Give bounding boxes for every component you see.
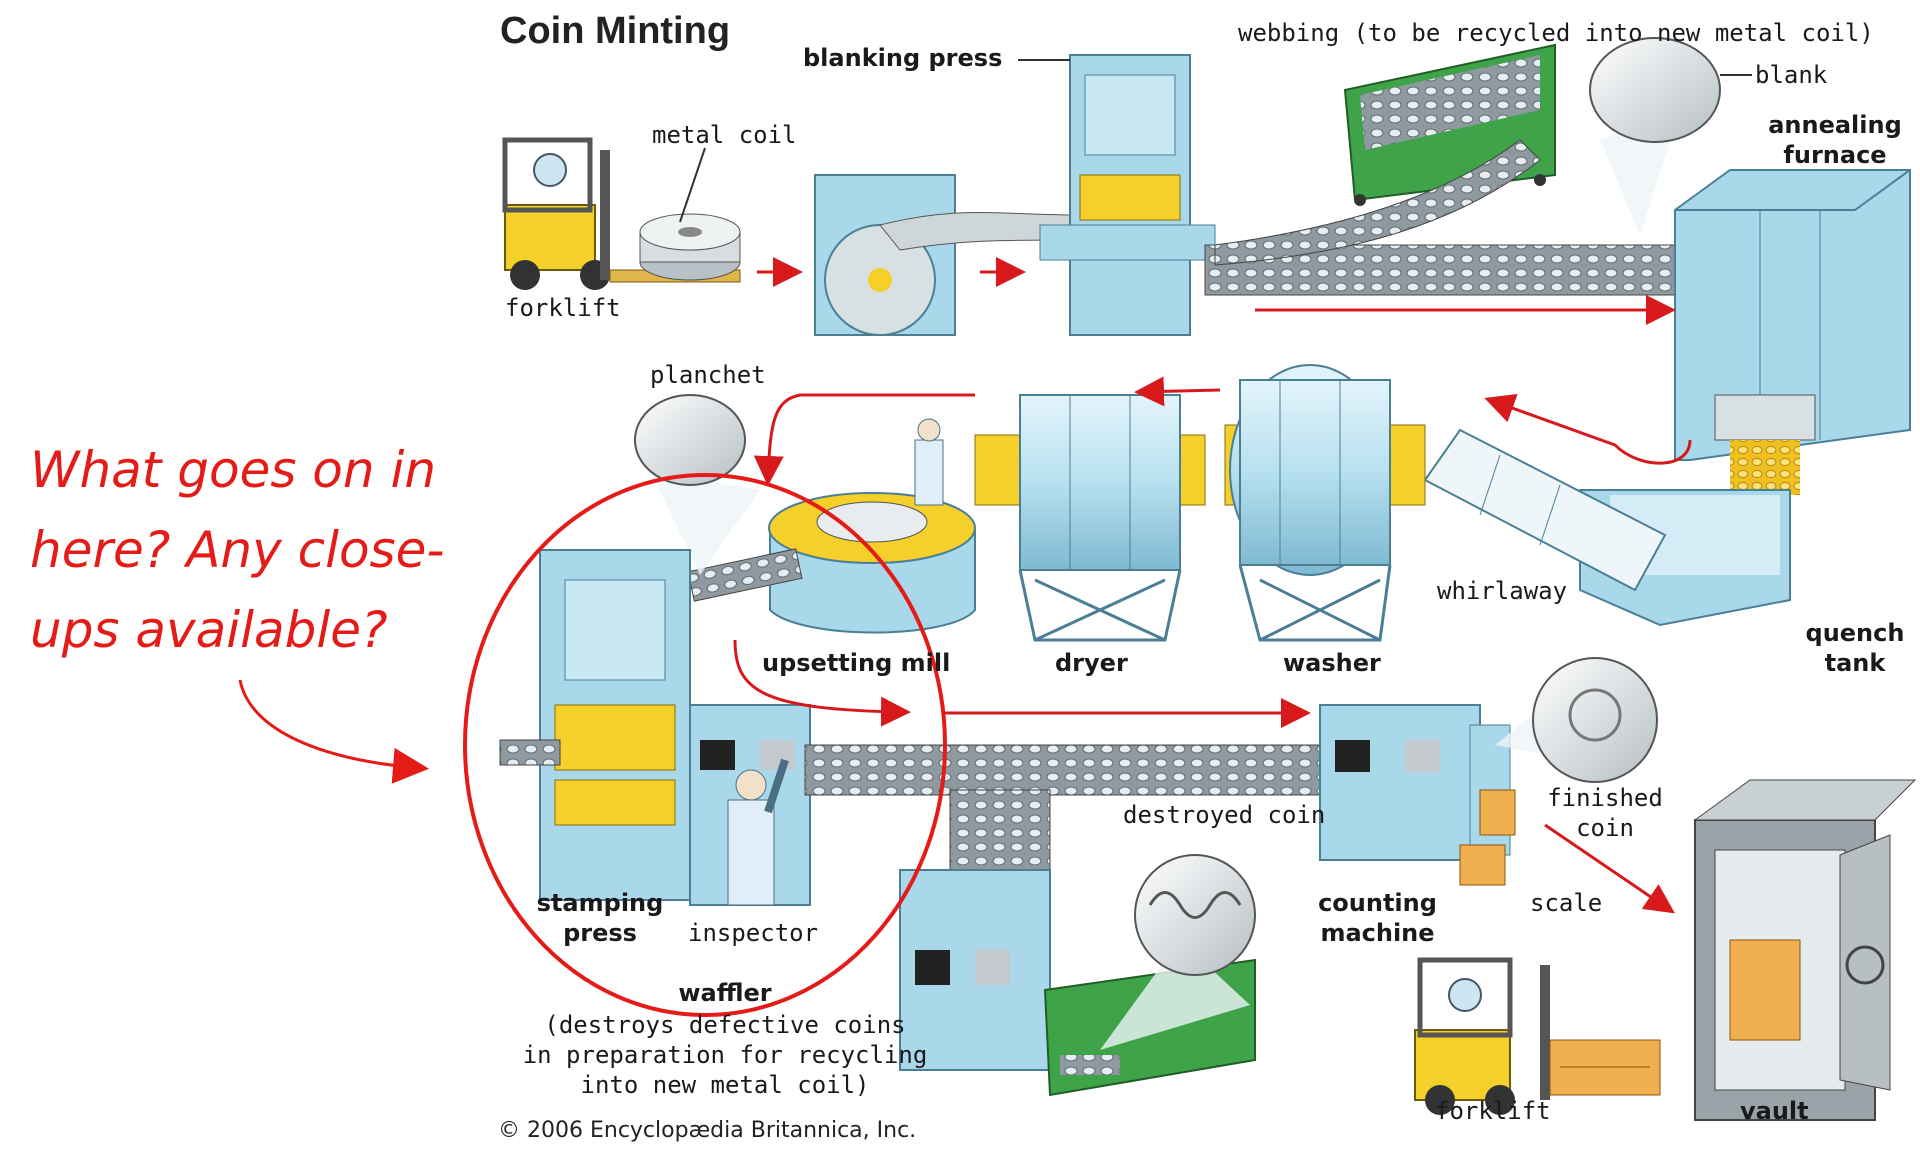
flow-arrow-6 <box>753 393 975 486</box>
dryer-machine <box>974 394 1206 642</box>
label-destroyed-coin: destroyed coin <box>1123 801 1326 829</box>
label-tank: tank <box>1824 649 1886 677</box>
annotation-arrow <box>238 679 429 784</box>
label-counting: counting <box>1318 889 1437 917</box>
upsetting-mill-machine <box>687 418 976 634</box>
quench-tank-and-whirlaway <box>1423 428 1791 627</box>
label-furnace: furnace <box>1783 141 1887 169</box>
label-forklift-top: forklift <box>505 294 621 322</box>
label-waffler-desc-3: into new metal coil) <box>580 1071 870 1099</box>
highlight-circle <box>463 473 947 1017</box>
label-forklift-bottom: forklift <box>1435 1097 1551 1125</box>
label-whirlaway: whirlaway <box>1437 577 1568 605</box>
flow-arrow-4 <box>1484 394 1692 465</box>
annotation-line-1: What goes on in <box>30 441 437 499</box>
annealing-furnace-machine <box>1674 169 1911 495</box>
label-inspector: inspector <box>688 919 819 947</box>
label-coin: coin <box>1576 814 1634 842</box>
annotation-line-3: ups available? <box>30 601 388 659</box>
label-waffler: waffler <box>678 979 772 1007</box>
metal-coil-illustration <box>639 147 741 281</box>
annotation-question: What goes on in here? Any close- ups ava… <box>30 430 444 670</box>
forklift-bottom-illustration <box>1414 957 1661 1115</box>
label-metal-coil: metal coil <box>652 121 797 149</box>
flow-arrow-7 <box>733 639 911 727</box>
label-vault: vault <box>1740 1097 1809 1125</box>
label-waffler-desc-1: (destroys defective coins <box>544 1011 906 1039</box>
label-finished: finished <box>1547 784 1663 812</box>
destroyed-coin-callout <box>1100 854 1256 1050</box>
counting-machine <box>1319 704 1516 886</box>
label-planchet: planchet <box>650 361 766 389</box>
vault-illustration <box>1693 779 1917 1121</box>
stamping-press-machine <box>499 549 811 906</box>
annotation-line-2: here? Any close- <box>30 521 445 579</box>
label-blanking-press: blanking press <box>803 44 1003 72</box>
label-annealing: annealing <box>1768 111 1902 139</box>
planchet-callout <box>634 394 760 575</box>
coil-feeder-machine <box>814 174 1081 336</box>
blanking-press-leader <box>1018 59 1070 61</box>
label-dryer: dryer <box>1055 649 1128 677</box>
label-machine: machine <box>1320 919 1435 947</box>
blank-coin-callout <box>1589 37 1752 235</box>
blanking-press-machine <box>1039 54 1216 336</box>
washer-machine <box>1224 364 1426 642</box>
copyright-notice: © 2006 Encyclopædia Britannica, Inc. <box>498 1118 917 1143</box>
diagram-title: Coin Minting <box>500 10 731 52</box>
label-webbing: webbing (to be recycled into new metal c… <box>1238 19 1874 47</box>
flow-arrow-5 <box>1134 376 1221 407</box>
finished-coin-callout <box>1495 657 1658 783</box>
inspector-figure <box>727 758 789 906</box>
label-quench: quench <box>1805 619 1905 647</box>
label-stamping: stamping <box>536 889 664 917</box>
label-washer: washer <box>1283 649 1381 677</box>
label-scale: scale <box>1530 889 1603 917</box>
label-press: press <box>563 919 637 947</box>
flow-arrow-9 <box>1544 823 1675 914</box>
label-waffler-desc-2: in preparation for recycling <box>522 1041 928 1069</box>
flow-arrows <box>733 257 1692 914</box>
label-blank: blank <box>1755 61 1828 89</box>
label-upsetting-mill: upsetting mill <box>762 649 951 677</box>
top-conveyor <box>1204 139 1721 296</box>
